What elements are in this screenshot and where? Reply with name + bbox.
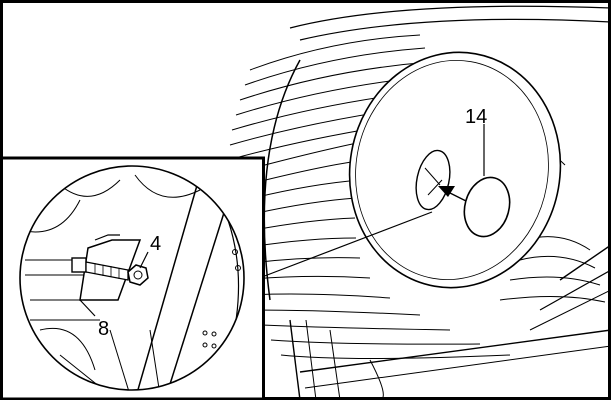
flywheel-assembly <box>225 5 611 400</box>
adjustment-bolt <box>85 261 129 281</box>
hex-nut-part-4 <box>127 264 149 286</box>
leader-line <box>261 211 433 278</box>
detail-inset: 4 8 <box>0 156 265 400</box>
callout-4: 4 <box>150 233 161 255</box>
callout-14: 14 <box>465 106 487 128</box>
callout-8: 8 <box>98 318 109 340</box>
arrow-icon <box>438 186 455 197</box>
flywheel-disc <box>348 51 562 289</box>
center-hole <box>415 149 451 211</box>
